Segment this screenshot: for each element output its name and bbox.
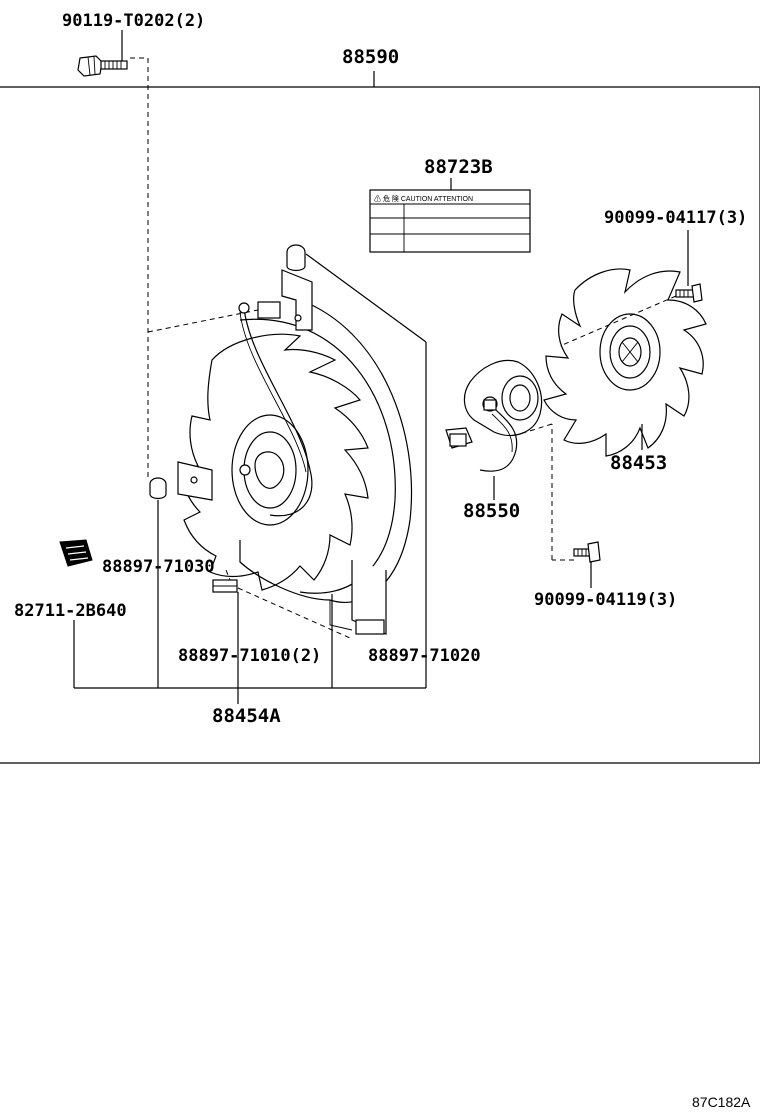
label-cushion-71020: 88897-71020 [368, 646, 481, 666]
label-clip: 82711-2B640 [14, 601, 127, 621]
label-assembly: 88590 [342, 46, 400, 68]
cushion-71010-dash [225, 569, 231, 581]
caution-label-plate: ⚠ 危 険 CAUTION ATTENTION [369, 189, 531, 253]
label-screw-motor: 90099-04119(3) [534, 590, 678, 610]
label-bolt-top: 90119-T0202(2) [62, 11, 206, 31]
caution-plate-text: ⚠ 危 険 CAUTION ATTENTION [374, 194, 473, 203]
cushion-icon [149, 477, 167, 500]
cushion-small-icon [212, 579, 238, 593]
fan-shroud [177, 244, 413, 635]
screw-icon [675, 283, 703, 303]
label-motor: 88550 [463, 500, 521, 522]
bolt-icon [77, 55, 128, 77]
fan-motor [445, 359, 543, 472]
bolt-dash-c [147, 309, 259, 333]
label-cushion-71030: 88897-71030 [102, 557, 215, 577]
label-screw-fan: 90099-04117(3) [604, 208, 748, 228]
cushion-71010-dash-b [237, 587, 351, 639]
label-fan: 88453 [610, 452, 668, 474]
label-cushion-71010: 88897-71010(2) [178, 646, 322, 666]
screw-motor-dash-c [519, 423, 553, 435]
figure-code: 87C182A [692, 1094, 751, 1110]
assembly-frame [0, 86, 760, 764]
clip-icon [59, 539, 93, 567]
cooling-fan [543, 268, 707, 457]
label-caution-plate: 88723B [424, 156, 493, 178]
shroud-leader-a [305, 253, 427, 343]
motor-screw-icon [573, 541, 601, 563]
label-shroud: 88454A [212, 705, 281, 727]
screw-fan-dash [559, 295, 677, 347]
